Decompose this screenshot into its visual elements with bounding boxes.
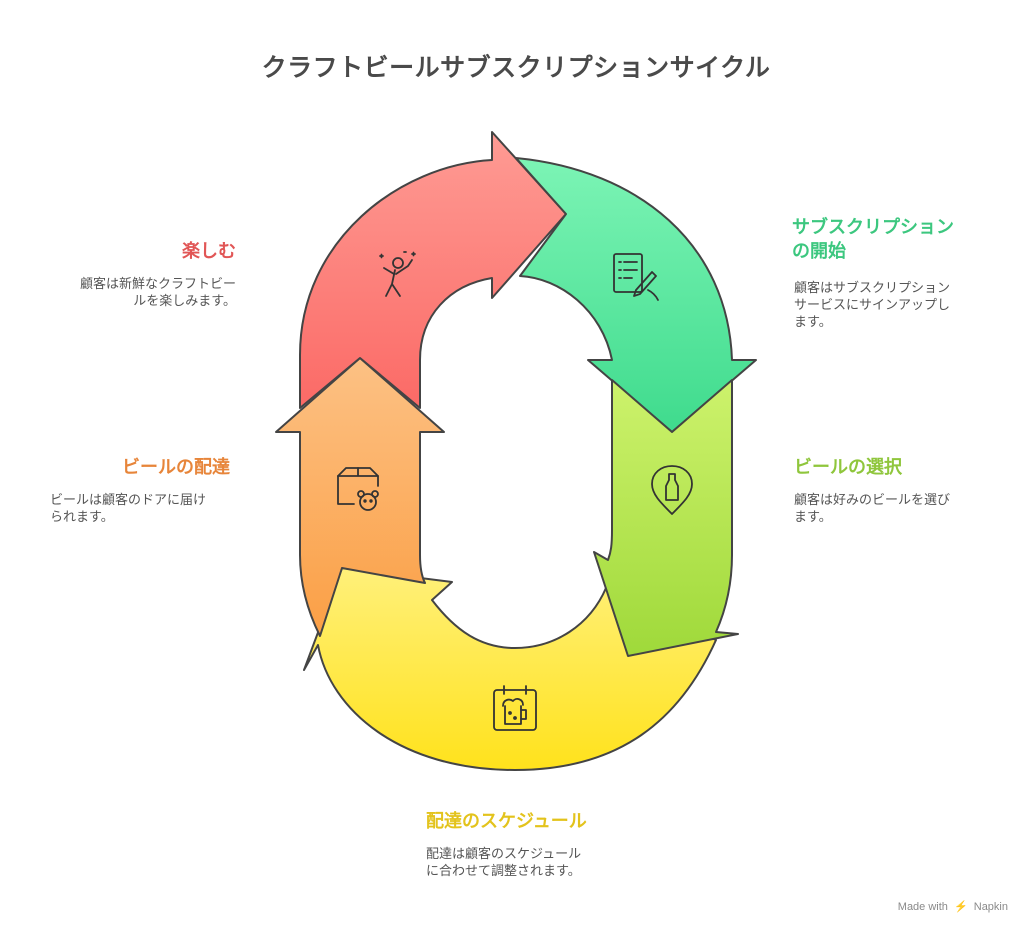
step-desc-enjoy: 顧客は新鮮なクラフトビー ルを楽しみます。 xyxy=(80,276,236,310)
arrow-beer-selection xyxy=(593,379,739,657)
desc-line: ます。 xyxy=(794,510,832,525)
step-label-beer-delivery: ビールの配達 xyxy=(122,457,230,478)
desc-line: 顧客は新鮮なクラフトビー xyxy=(79,277,236,292)
credit-prefix: Made with xyxy=(897,901,948,913)
step-label-line: サブスクリプション xyxy=(792,217,954,238)
celebrating-person-icon xyxy=(379,251,416,297)
step-label-line: の開始 xyxy=(792,241,846,262)
step-desc-subscription-start: 顧客はサブスクリプション サービスにサインアップし ます。 xyxy=(794,280,950,331)
step-desc-beer-selection: 顧客は好みのビールを選び ます。 xyxy=(794,492,950,526)
desc-line: ます。 xyxy=(794,315,832,330)
napkin-logo-icon: ⚡ xyxy=(953,901,968,913)
desc-line: ビールは顧客のドアに届け xyxy=(50,493,207,508)
desc-line: 配達は顧客のスケジュール xyxy=(426,847,582,862)
beer-bottle-pin-icon xyxy=(651,465,693,515)
desc-line: 顧客は好みのビールを選び xyxy=(794,493,951,508)
arrow-enjoy xyxy=(299,131,567,409)
step-label-delivery-schedule: 配達のスケジュール xyxy=(426,811,587,832)
napkin-credit[interactable]: Made with ⚡ Napkin xyxy=(898,900,1008,913)
step-desc-beer-delivery: ビールは顧客のドアに届け られます。 xyxy=(50,492,206,526)
diagram-title: クラフトビールサブスクリプションサイクル xyxy=(261,53,771,82)
desc-line: られます。 xyxy=(50,510,114,525)
step-label-enjoy: 楽しむ xyxy=(182,241,236,262)
desc-line: に合わせて調整されます。 xyxy=(426,864,581,879)
desc-line: サービスにサインアップし xyxy=(794,298,951,313)
checklist-writing-icon xyxy=(613,253,659,301)
package-icon xyxy=(337,467,379,511)
desc-line: ルを楽しみます。 xyxy=(133,294,236,309)
step-label-subscription-start: サブスクリプション の開始 xyxy=(792,216,954,264)
credit-brand: Napkin xyxy=(973,901,1008,913)
arrow-delivery-schedule xyxy=(303,567,717,771)
calendar-beer-icon xyxy=(493,685,537,731)
step-label-beer-selection: ビールの選択 xyxy=(794,457,902,478)
step-desc-delivery-schedule: 配達は顧客のスケジュール に合わせて調整されます。 xyxy=(426,846,581,880)
desc-line: 顧客はサブスクリプション xyxy=(794,281,951,296)
